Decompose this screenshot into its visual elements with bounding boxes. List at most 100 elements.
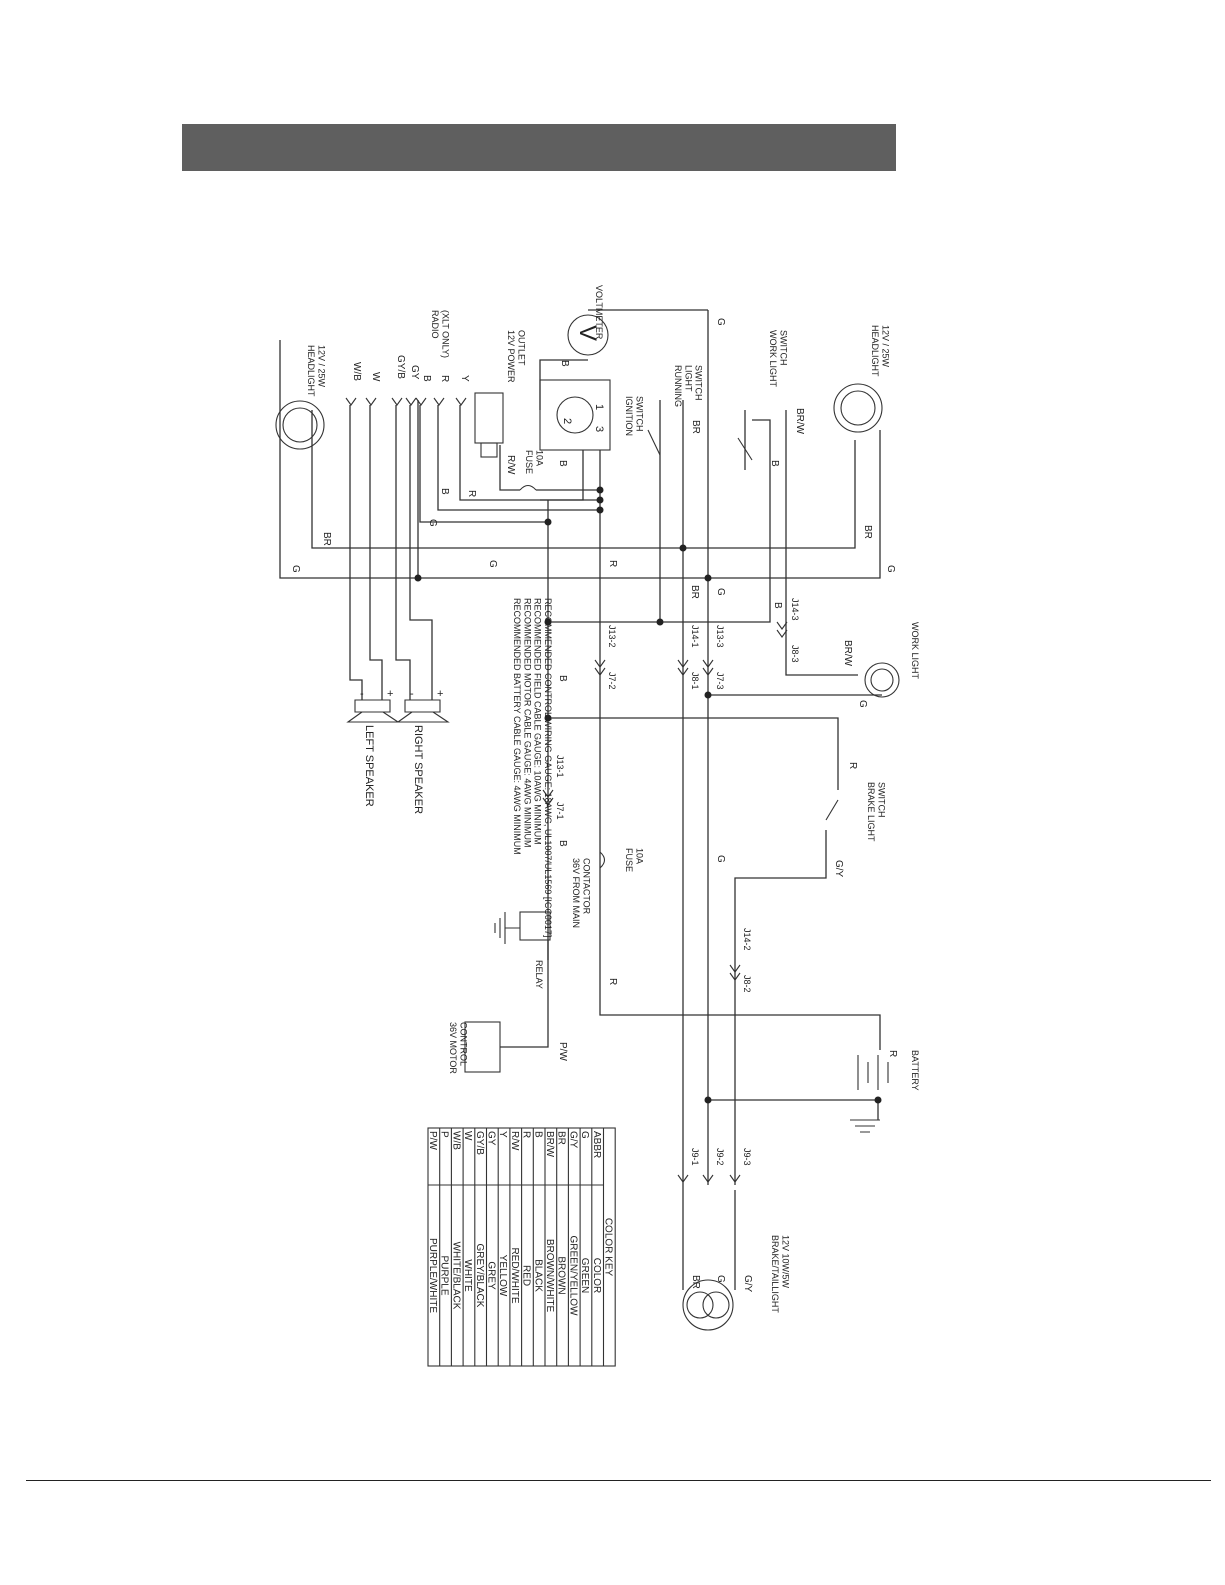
headlight-right-label: HEADLIGHT12V / 25W: [870, 325, 890, 377]
connector-label: J14-2: [742, 928, 752, 951]
wire-code: BR/W: [794, 408, 805, 435]
polarity-minus: -: [410, 688, 414, 700]
color-key-color: RED: [521, 1265, 532, 1286]
wire-code: B: [769, 460, 780, 467]
color-key-header-abbr: ABBR: [591, 1131, 602, 1158]
voltmeter-label: VOLTMETER: [594, 285, 604, 340]
connector-label: J9-3: [742, 1148, 752, 1166]
headlight-right-filament: [840, 390, 876, 426]
wire-code: BR: [862, 525, 873, 539]
wire-code: R: [887, 1050, 898, 1057]
color-key-abbr: R/W: [509, 1131, 520, 1151]
color-key-table: COLOR KEYABBRCOLORGGREENG/YGREEN/YELLOWB…: [427, 1127, 616, 1367]
left-speaker-symbol: [346, 699, 400, 723]
wire-code: B: [557, 840, 568, 847]
work-light-label: WORK LIGHT: [910, 622, 920, 680]
color-key-color: GREY/BLACK: [474, 1244, 485, 1308]
outlet-redwhite-wire: [499, 445, 520, 491]
connector-label: J13-3: [715, 625, 725, 648]
ignition-knob: [556, 396, 594, 434]
wire-code: G/Y: [742, 1275, 753, 1293]
wire-code: BR: [689, 585, 700, 599]
connector-label: J8-1: [690, 672, 700, 690]
color-key-color: RED/WHITE: [509, 1247, 520, 1303]
color-key-abbr: G/Y: [567, 1131, 578, 1149]
color-key-abbr: P: [439, 1131, 450, 1138]
headlight-right-bulb: [833, 383, 883, 433]
wire-code: G: [885, 565, 896, 573]
polarity-minus: -: [360, 688, 364, 700]
headlight-left-filament: [282, 407, 318, 443]
wire-code: R: [607, 560, 618, 567]
motor-control-box: [464, 1021, 501, 1073]
brown-bus-wire: [311, 410, 856, 549]
fuse-top-label: FUSE10A: [524, 450, 544, 474]
color-key-color: BROWN: [556, 1256, 567, 1294]
ign-pin-3: 3: [593, 426, 605, 432]
radio-black-wire: [419, 405, 548, 523]
wire-code-labels: G BR G G R G BR G B BR G B BR BR/W B B B…: [290, 318, 898, 1293]
brake-light-switch-label: BRAKE LIGHTSWITCH: [866, 782, 886, 842]
wire-code: Y: [459, 375, 470, 382]
recommendations-text: RECOMMENDED BATTERY CABLE GAUGE: 4AWG MI…: [512, 598, 553, 937]
wire-code: G: [487, 560, 498, 568]
wire-code: B: [772, 602, 783, 609]
speaker-polarity: + - + -: [360, 688, 443, 700]
connector-label: J14-1: [690, 625, 700, 648]
connector-label: J14-3: [790, 598, 800, 621]
brake-taillight-label: BRAKE/TAILLIGHT12V 10W/5W: [770, 1235, 790, 1313]
wire-code: BR: [690, 420, 701, 434]
brake-taillight-filament-b: [702, 1291, 730, 1319]
color-key-color: BROWN/WHITE: [544, 1239, 555, 1313]
wire-code: G: [715, 588, 726, 596]
brake-switch-lever: [825, 799, 839, 821]
wire-code: R: [466, 490, 477, 497]
brake-taillight-bulb: [682, 1279, 734, 1331]
worklight-switch-lever: [737, 437, 753, 461]
component-labels: HEADLIGHT12V / 25W HEADLIGHT12V / 25W RA…: [306, 285, 920, 1313]
color-key-abbr: BR/W: [544, 1131, 555, 1158]
voltmeter-black-wire: [539, 359, 588, 410]
wire-code: GY/B: [395, 355, 406, 379]
ignition-black-wire: [540, 450, 584, 501]
brake-greenyellow-wire: [734, 830, 827, 1185]
color-key-color: GREY: [486, 1261, 497, 1290]
color-key-abbr: W/B: [450, 1131, 461, 1150]
color-key-title: COLOR KEY: [603, 1218, 614, 1277]
battery-ground-wire: [708, 1099, 879, 1120]
wire-code: W/B: [351, 362, 362, 381]
connector-labels: J14-3 J8-3 J13-3 J7-3 J14-1 J8-1 J13-2 J…: [555, 598, 800, 1166]
color-key-abbr: GY/B: [474, 1131, 485, 1155]
wire-code: BR: [321, 532, 332, 546]
ignition-switch-box: [539, 379, 611, 451]
radio-white-wire: [369, 405, 383, 700]
work-light-bulb: [864, 662, 900, 698]
power-outlet-plug: [480, 442, 498, 458]
connector-label: J8-3: [790, 645, 800, 663]
motor-control-label: 36V MOTORCONTROL: [448, 1022, 468, 1074]
color-key-abbr: BR: [556, 1131, 567, 1145]
fuse-mid-symbol: [599, 851, 606, 869]
radio-yellow-wire: [459, 405, 600, 501]
color-key-header-color: COLOR: [591, 1258, 602, 1294]
green-bus-wire: [279, 340, 881, 579]
connector-label: J13-2: [607, 625, 617, 648]
color-key-color: PURPLE/WHITE: [427, 1238, 438, 1313]
wire-code: W: [370, 372, 381, 382]
wires: [275, 309, 900, 1331]
wire-code: B: [439, 488, 450, 495]
wire-code: P/W: [557, 1042, 568, 1061]
wire-code: R: [847, 762, 858, 769]
color-key-abbr: P/W: [427, 1131, 438, 1150]
power-outlet-label: 12V POWEROUTLET: [506, 330, 526, 383]
wire-code: G: [857, 700, 868, 708]
color-key-color: WHITE: [462, 1259, 473, 1292]
battery-symbol: [857, 1055, 889, 1090]
junction-dots: [414, 486, 882, 1104]
color-key-color: PURPLE: [439, 1255, 450, 1295]
wire-code: B: [421, 375, 432, 382]
relay-ground: [494, 912, 520, 944]
work-light-filament: [870, 668, 894, 692]
relay-coil: [519, 911, 551, 941]
